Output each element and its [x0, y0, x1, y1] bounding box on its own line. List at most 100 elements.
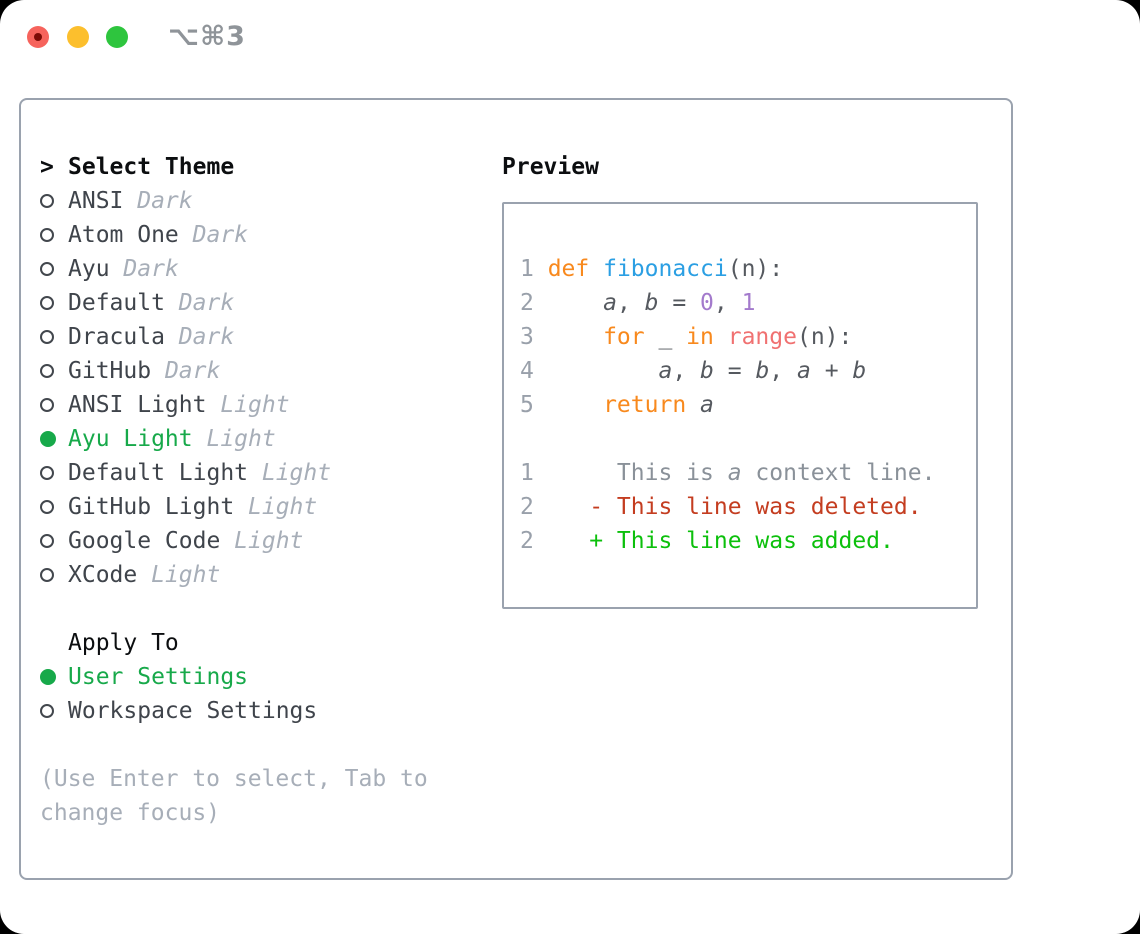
option-label: Default Light — [68, 460, 249, 486]
apply-to-option[interactable]: Workspace Settings — [40, 694, 485, 728]
apply-to-heading: Apply To — [68, 630, 179, 656]
code-line: 4 a, b = b, a + b — [520, 354, 976, 388]
option-label: ANSI — [68, 188, 124, 214]
help-text: (Use Enter to select, Tab to change focu… — [40, 766, 428, 826]
radio-icon — [40, 398, 54, 412]
code-line: 5 return a — [520, 388, 976, 422]
option-label: GitHub Light — [68, 494, 235, 520]
diff-line: 2 - This line was deleted. — [520, 490, 976, 524]
token-var: b — [852, 358, 867, 384]
focus-cursor-icon: > — [40, 154, 54, 180]
theme-option[interactable]: Atom One Dark — [40, 218, 485, 252]
close-button[interactable] — [27, 26, 49, 48]
token-pl: = — [713, 358, 756, 384]
token-pl: + — [810, 358, 853, 384]
option-label: Dracula — [68, 324, 165, 350]
option-label: Atom One — [68, 222, 179, 248]
token-kw: return — [603, 392, 687, 418]
theme-option[interactable]: GitHub Light Light — [40, 490, 485, 524]
theme-option[interactable]: ANSI Light Light — [40, 388, 485, 422]
token-pl: = — [658, 290, 701, 316]
token-pl — [548, 392, 603, 418]
theme-variant-tag: Dark — [123, 256, 179, 282]
theme-variant-tag: Dark — [164, 358, 221, 384]
radio-icon — [40, 330, 54, 344]
token-pl: (n): — [727, 256, 784, 282]
radio-selected-icon — [40, 431, 56, 447]
token-var: a — [700, 392, 714, 418]
title-bar: ⌥⌘3 — [0, 0, 1140, 74]
radio-icon — [40, 364, 54, 378]
diff-line: 2 + This line was added. — [520, 524, 976, 558]
code-line: 3 for _ in range(n): — [520, 320, 976, 354]
theme-variant-tag: Dark — [178, 290, 235, 316]
preview-heading: Preview — [502, 154, 599, 180]
theme-variant-tag: Dark — [192, 222, 249, 248]
token-var: b — [700, 358, 714, 384]
radio-icon — [40, 262, 54, 276]
token-fn: fibonacci — [603, 256, 728, 282]
theme-option[interactable]: Ayu Dark — [40, 252, 485, 286]
token-pl: (n): — [796, 324, 853, 350]
token-pl — [589, 256, 603, 282]
option-label: ANSI Light — [68, 392, 207, 418]
line-number: 4 — [520, 358, 534, 384]
token-kw: in — [686, 324, 714, 350]
token-var: a — [603, 290, 617, 316]
code-line: 1 def fibonacci(n): — [520, 252, 976, 286]
token-kw: for — [603, 324, 645, 350]
theme-variant-tag: Light — [220, 392, 290, 418]
line-number: 5 — [520, 392, 534, 418]
token-pl: , — [672, 358, 701, 384]
theme-variant-tag: Light — [261, 460, 332, 486]
apply-to-header-row: Apply To — [40, 626, 485, 660]
token-ctx: context line. — [741, 460, 936, 486]
theme-option[interactable]: GitHub Dark — [40, 354, 485, 388]
apply-to-option[interactable]: User Settings — [40, 660, 485, 694]
radio-icon — [40, 296, 54, 310]
token-num: 1 — [741, 290, 756, 316]
option-label: Workspace Settings — [68, 698, 318, 724]
option-label: Ayu — [68, 256, 110, 282]
token-pl: , — [769, 358, 797, 384]
token-pl: , — [713, 290, 742, 316]
token-ctxv: a — [727, 460, 742, 486]
zoom-button[interactable] — [106, 26, 128, 48]
token-var: b — [755, 358, 770, 384]
line-number: 2 — [520, 528, 534, 554]
minimize-button[interactable] — [67, 26, 89, 48]
option-label: User Settings — [68, 664, 249, 690]
token-pl — [548, 290, 603, 316]
option-label: GitHub — [68, 358, 152, 384]
window-title: ⌥⌘3 — [168, 21, 246, 52]
theme-variant-tag: Light — [248, 494, 318, 520]
option-label: Google Code — [68, 528, 221, 554]
radio-icon — [40, 194, 54, 208]
radio-selected-icon — [40, 669, 56, 685]
token-kw: def — [547, 256, 590, 282]
line-number: 1 — [520, 256, 534, 282]
token-pl: _ — [644, 324, 687, 350]
theme-option[interactable]: Default Light Light — [40, 456, 485, 490]
option-label: XCode — [68, 562, 138, 588]
blank-line — [520, 422, 976, 456]
token-pl: , — [616, 290, 645, 316]
theme-option[interactable]: Default Dark — [40, 286, 485, 320]
token-pl — [548, 358, 659, 384]
token-pl — [686, 392, 700, 418]
theme-variant-tag: Light — [206, 426, 276, 452]
option-label: Default — [68, 290, 165, 316]
token-call: range — [727, 324, 797, 350]
